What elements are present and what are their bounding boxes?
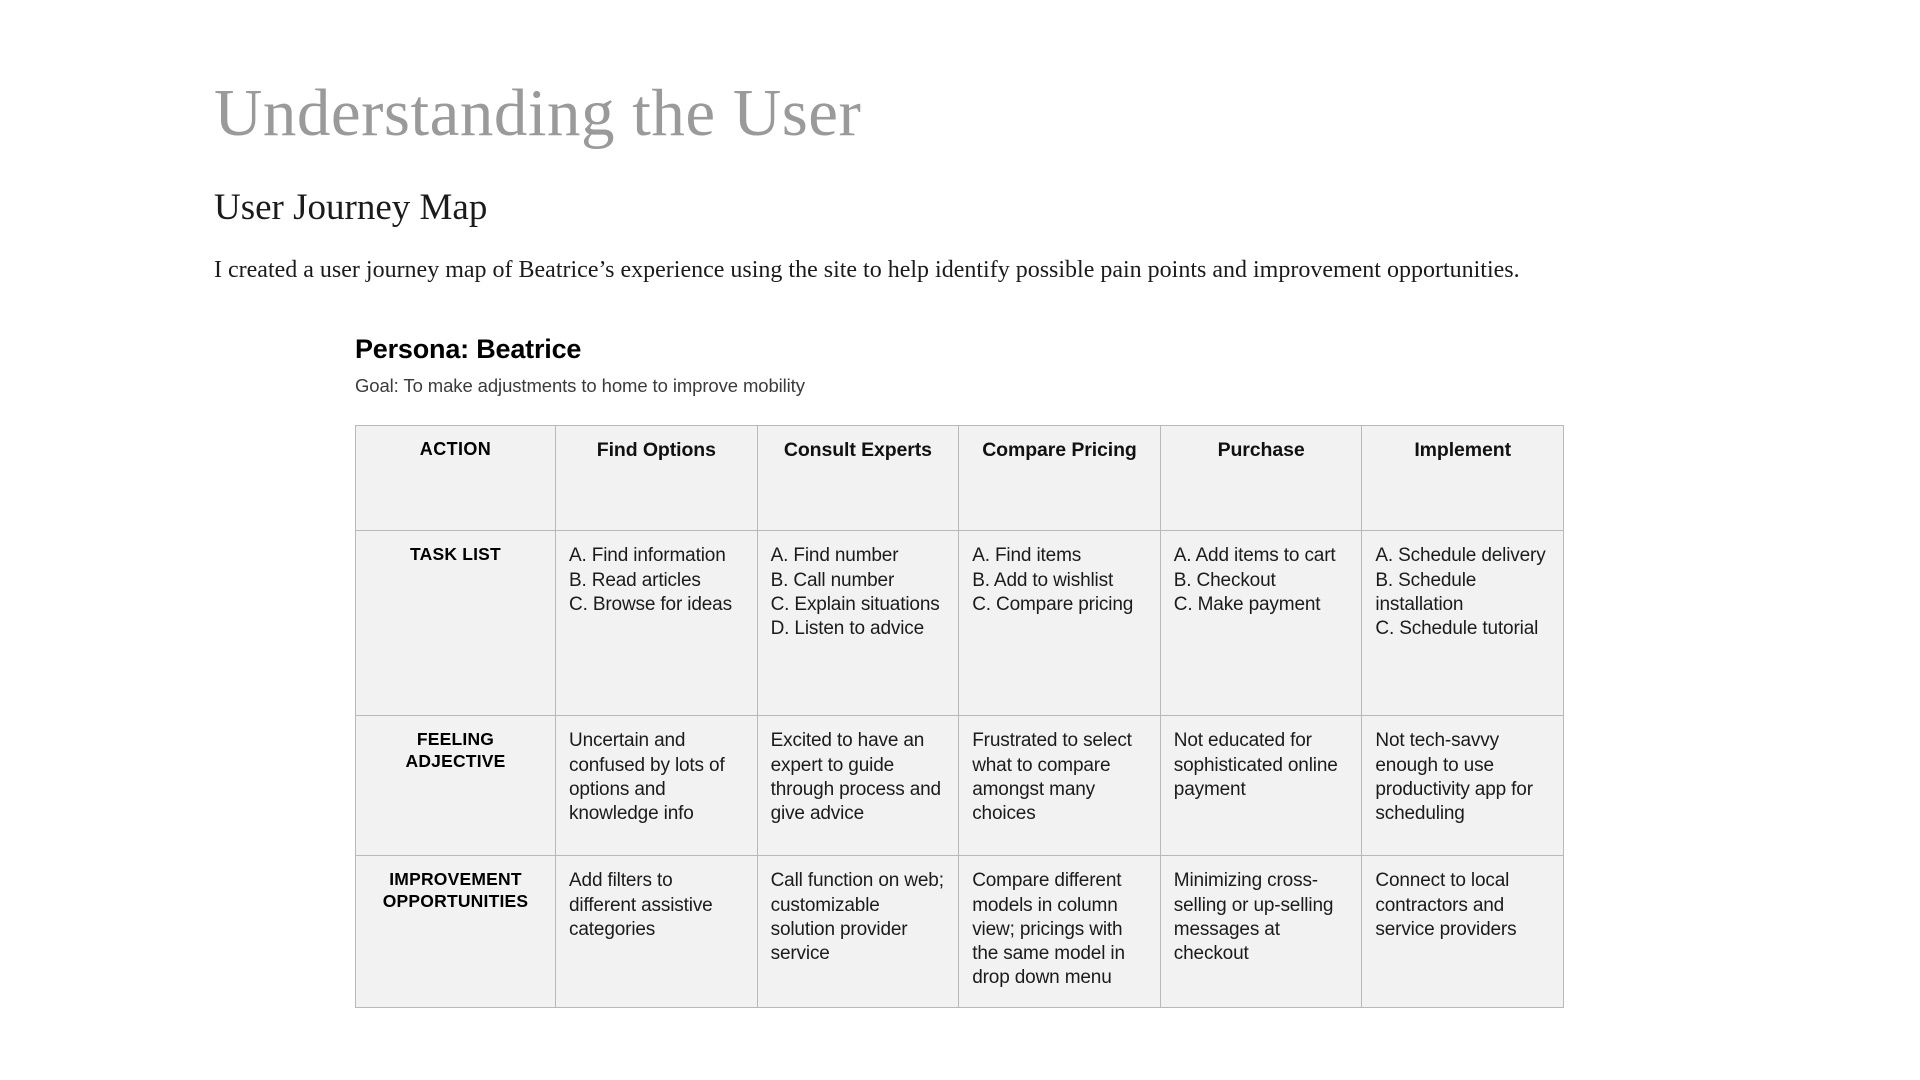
cell-improvement-implement: Connect to local contractors and service… xyxy=(1361,855,1564,1009)
row-label-improvement-opportunities: IMPROVEMENT OPPORTUNITIES xyxy=(355,855,556,1009)
stage-header-compare-pricing: Compare Pricing xyxy=(958,425,1161,532)
section-title: User Journey Map xyxy=(214,187,488,229)
cell-improvement-compare-pricing: Compare different models in column view;… xyxy=(958,855,1161,1009)
cell-feeling-consult-experts: Excited to have an expert to guide throu… xyxy=(756,715,960,857)
user-journey-table: ACTION Find Options Consult Experts Comp… xyxy=(355,425,1564,1009)
cell-task-list-compare-pricing: A. Find items B. Add to wishlist C. Comp… xyxy=(958,530,1161,717)
stage-header-find-options: Find Options xyxy=(555,425,758,532)
table-row: FEELING ADJECTIVE Uncertain and confused… xyxy=(355,715,1564,857)
table-row: IMPROVEMENT OPPORTUNITIES Add filters to… xyxy=(355,855,1564,1009)
stage-header-purchase: Purchase xyxy=(1159,425,1363,532)
stage-header-consult-experts: Consult Experts xyxy=(756,425,960,532)
persona-goal: Goal: To make adjustments to home to imp… xyxy=(355,375,805,397)
cell-feeling-find-options: Uncertain and confused by lots of option… xyxy=(555,715,758,857)
cell-feeling-compare-pricing: Frustrated to select what to compare amo… xyxy=(958,715,1161,857)
stage-header-implement: Implement xyxy=(1361,425,1564,532)
cell-improvement-find-options: Add filters to different assistive categ… xyxy=(555,855,758,1009)
journey-map-block: Persona: Beatrice Goal: To make adjustme… xyxy=(355,334,1564,1009)
cell-task-list-implement: A. Schedule delivery B. Schedule install… xyxy=(1361,530,1564,717)
cell-feeling-purchase: Not educated for sophisticated online pa… xyxy=(1159,715,1363,857)
page-title: Understanding the User xyxy=(214,76,862,150)
cell-task-list-purchase: A. Add items to cart B. Checkout C. Make… xyxy=(1159,530,1363,717)
cell-feeling-implement: Not tech-savvy enough to use productivit… xyxy=(1361,715,1564,857)
cell-task-list-consult-experts: A. Find number B. Call number C. Explain… xyxy=(756,530,960,717)
row-label-action: ACTION xyxy=(355,425,556,532)
persona-name: Persona: Beatrice xyxy=(355,334,582,365)
cell-task-list-find-options: A. Find information B. Read articles C. … xyxy=(555,530,758,717)
cell-improvement-consult-experts: Call function on web; customizable solut… xyxy=(756,855,960,1009)
intro-paragraph: I created a user journey map of Beatrice… xyxy=(214,257,1520,284)
cell-improvement-purchase: Minimizing cross-selling or up-selling m… xyxy=(1159,855,1363,1009)
table-row: TASK LIST A. Find information B. Read ar… xyxy=(355,530,1564,717)
table-header-row: ACTION Find Options Consult Experts Comp… xyxy=(355,425,1564,532)
row-label-task-list: TASK LIST xyxy=(355,530,556,717)
row-label-feeling-adjective: FEELING ADJECTIVE xyxy=(355,715,556,857)
